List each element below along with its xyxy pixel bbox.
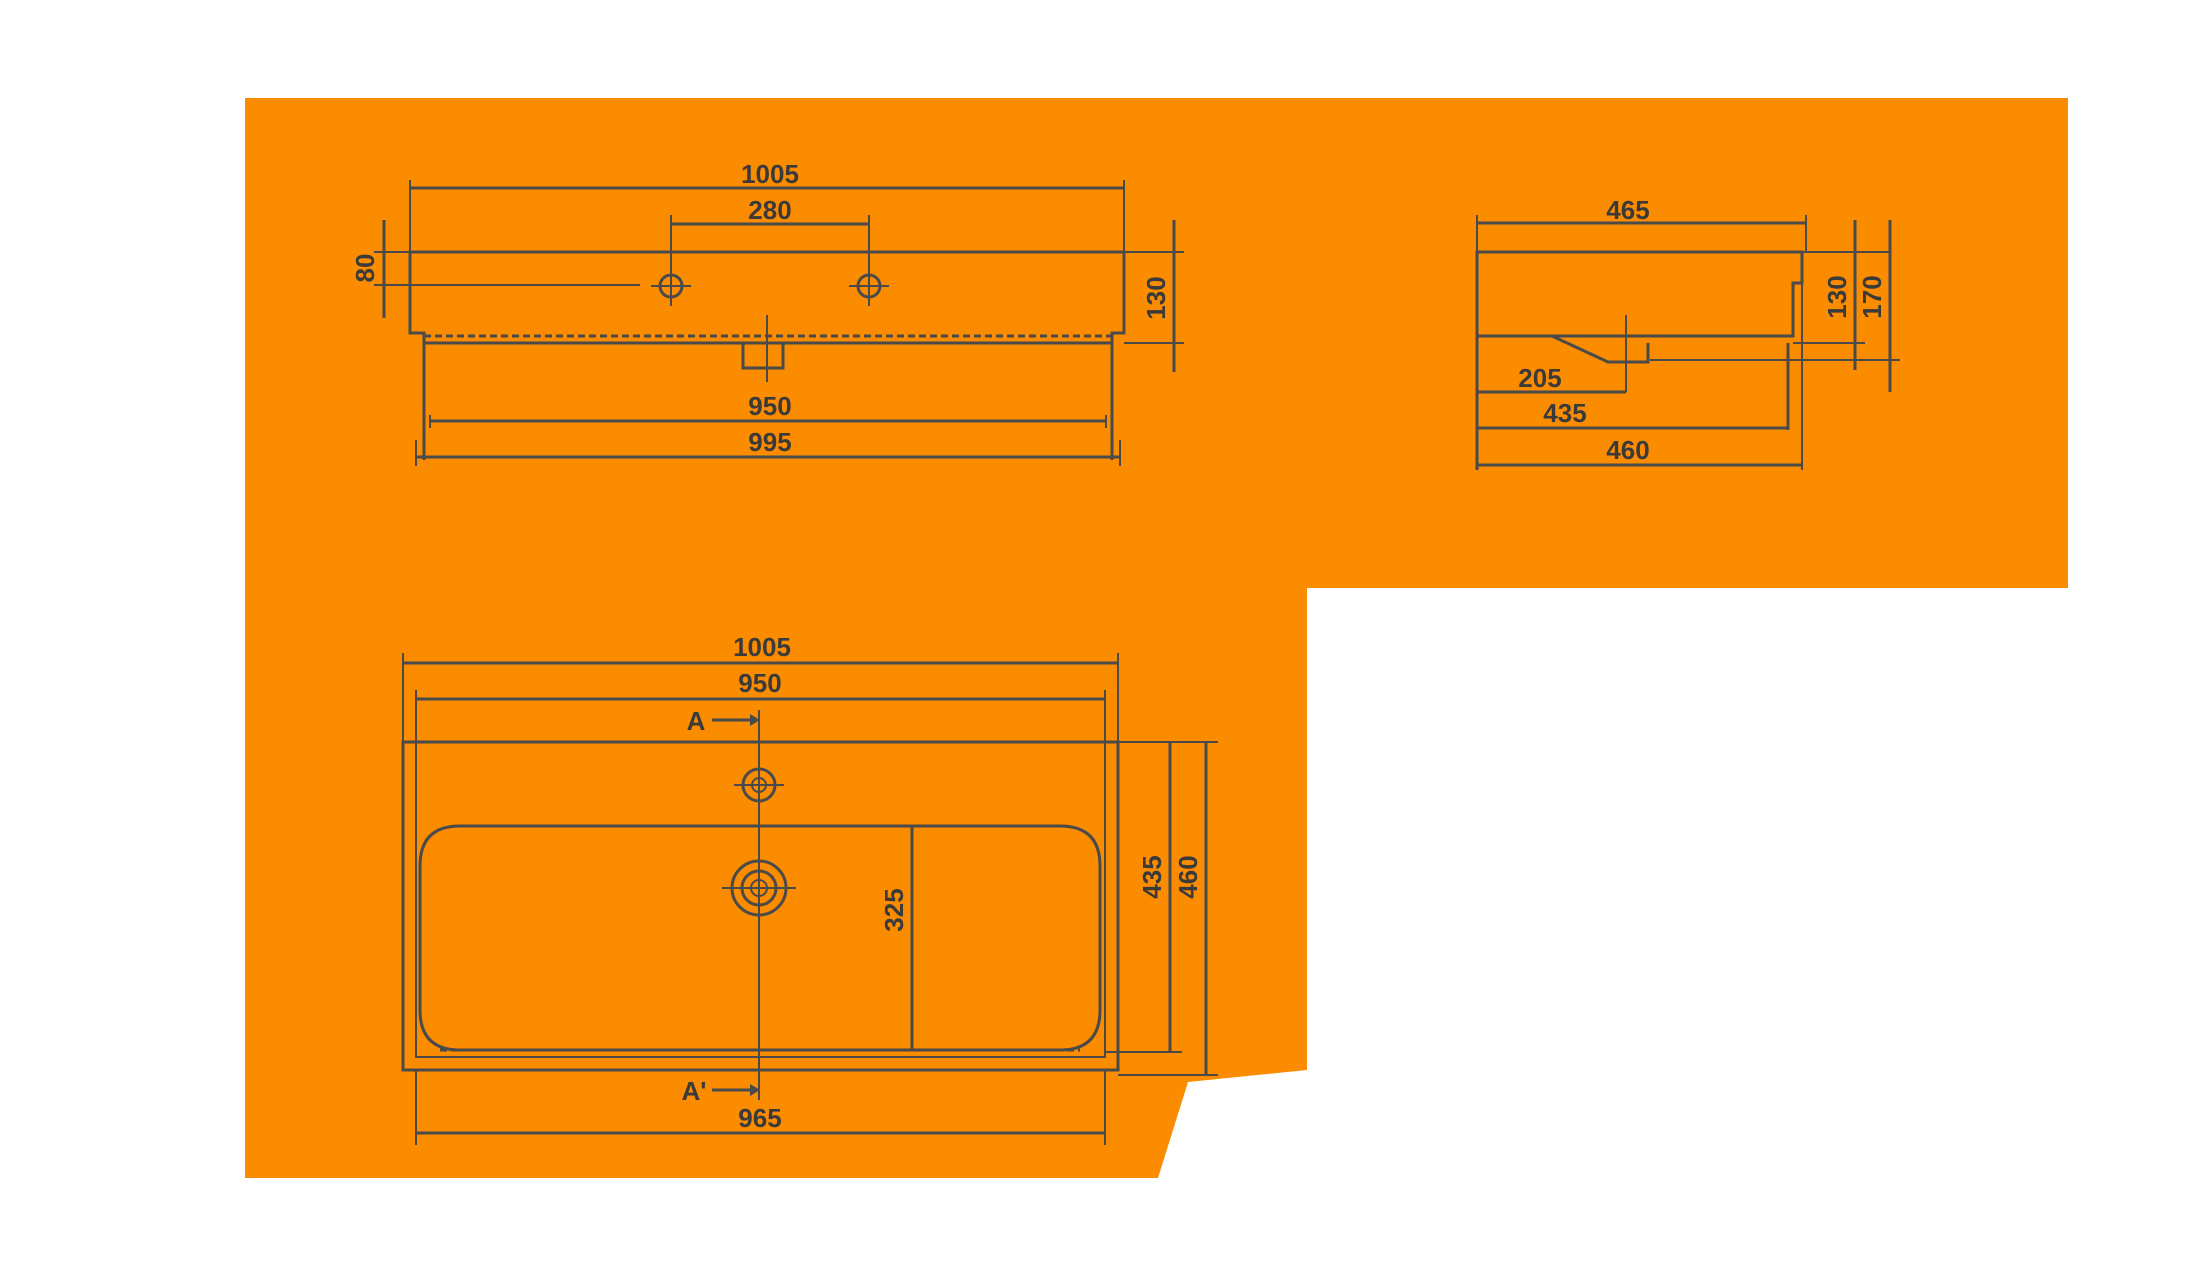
dim-top-overall-depth: 460 xyxy=(1118,741,1218,1076)
side-view-waste xyxy=(1551,334,1650,364)
front-view-bowl xyxy=(422,343,1114,460)
dim-top-inner-width: 950 xyxy=(415,668,1106,742)
dim-side-height-outer: 170 xyxy=(1650,220,1900,392)
tap-hole-icon xyxy=(734,767,784,803)
dim-front-base-width-label: 995 xyxy=(748,427,791,457)
dim-top-overall-width: 1005 xyxy=(402,632,1119,742)
dim-top-base-width: 965 xyxy=(415,1070,1106,1145)
top-view-outline xyxy=(401,740,1120,1072)
section-mark-bottom: A' xyxy=(682,1076,760,1106)
dim-side-top-depth: 465 xyxy=(1476,195,1807,252)
front-view-waste xyxy=(741,343,785,370)
dim-side-base-depth: 460 xyxy=(1477,283,1803,470)
top-view-inner-rim xyxy=(415,742,1106,1058)
section-mark-top-label: A xyxy=(687,706,706,736)
dim-side-inner-depth-label: 435 xyxy=(1543,398,1586,428)
dim-front-height-label: 130 xyxy=(1141,276,1171,319)
dim-top-overall-depth-label: 460 xyxy=(1173,855,1203,898)
dim-front-basin-width-label: 950 xyxy=(748,391,791,421)
dim-top-inner-width-label: 950 xyxy=(738,668,781,698)
dim-top-overall-width-label: 1005 xyxy=(733,632,791,662)
dim-top-inner-depth: 435 xyxy=(1105,741,1182,1053)
tap-hole-left-icon xyxy=(651,266,691,306)
dim-side-height-outer-label: 170 xyxy=(1857,275,1887,318)
section-mark-top: A xyxy=(687,706,760,736)
dim-top-inner-depth-label: 435 xyxy=(1137,855,1167,898)
dim-side-base-depth-label: 460 xyxy=(1606,435,1649,465)
dim-side-height-inner: 130 xyxy=(1793,220,1890,370)
dim-side-top-depth-label: 465 xyxy=(1606,195,1649,225)
dim-front-basin-width: 950 xyxy=(429,391,1107,428)
drain-icon xyxy=(722,859,796,917)
dim-front-base-width: 995 xyxy=(415,427,1121,466)
top-view: A A' 1005 950 325 xyxy=(401,632,1218,1145)
tap-hole-right-icon xyxy=(849,266,889,306)
drawing-sheet-background xyxy=(245,98,2068,1178)
side-view: 465 130 170 205 435 460 xyxy=(1475,195,1900,470)
dim-front-tap-offset-label: 80 xyxy=(350,254,380,283)
dim-top-bowl-depth: 325 xyxy=(879,826,914,1050)
dim-side-inner-depth: 435 xyxy=(1477,398,1788,430)
dim-front-overall-width-label: 1005 xyxy=(741,159,799,189)
dim-front-tap-offset: 80 xyxy=(350,220,410,318)
dim-side-drain-offset: 205 xyxy=(1477,363,1626,394)
dim-front-tap-spacing-label: 280 xyxy=(748,195,791,225)
dim-front-height: 130 xyxy=(1124,220,1184,372)
dim-side-drain-offset-label: 205 xyxy=(1518,363,1561,393)
dim-front-tap-spacing: 280 xyxy=(670,195,870,270)
front-view: 1005 280 80 130 950 xyxy=(350,159,1184,466)
dim-side-height-inner-label: 130 xyxy=(1822,275,1852,318)
dim-front-overall-width: 1005 xyxy=(409,159,1125,252)
section-mark-bottom-label: A' xyxy=(682,1076,707,1106)
dim-top-bowl-depth-label: 325 xyxy=(879,888,909,931)
dim-top-base-width-label: 965 xyxy=(738,1103,781,1133)
